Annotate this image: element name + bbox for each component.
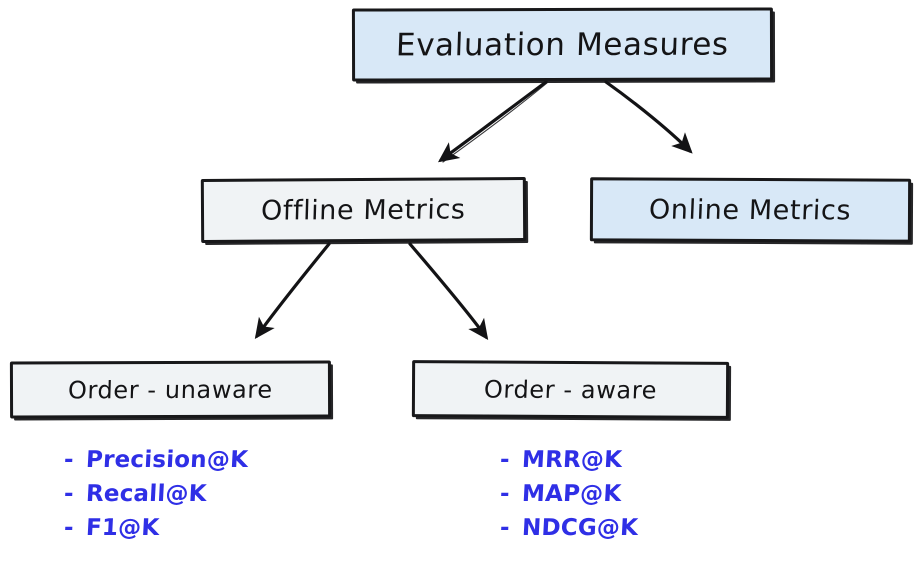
metric-dash: - <box>499 447 511 473</box>
node-online-metrics[interactable]: Online Metrics <box>589 177 912 243</box>
metric-item: -MAP@K <box>499 477 639 511</box>
node-order-aware[interactable]: Order - aware <box>411 360 730 419</box>
arrow-offline-to-order-aware <box>408 242 489 341</box>
arrow-offline-to-order-unaware <box>254 242 331 340</box>
metric-name: MAP@K <box>521 481 623 507</box>
metric-dash: - <box>499 515 511 541</box>
metric-list-order-unaware: -Precision@K-Recall@K-F1@K <box>63 443 249 545</box>
metric-name: Precision@K <box>85 447 249 473</box>
metric-item: -NDCG@K <box>499 511 639 545</box>
metric-dash: - <box>499 481 511 507</box>
node-online-metrics-label: Online Metrics <box>648 194 853 226</box>
metric-name: F1@K <box>85 515 161 541</box>
node-order-unaware[interactable]: Order - unaware <box>9 360 332 419</box>
arrow-evaluation-to-online <box>604 80 693 154</box>
node-offline-metrics[interactable]: Offline Metrics <box>200 177 527 243</box>
metric-dash: - <box>63 481 75 507</box>
metric-list-order-aware: -MRR@K-MAP@K-NDCG@K <box>499 443 639 545</box>
metric-item: -Recall@K <box>63 477 249 511</box>
metric-name: Recall@K <box>85 481 208 507</box>
metric-item: -MRR@K <box>499 443 639 477</box>
node-order-unaware-label: Order - unaware <box>67 375 274 404</box>
metric-name: MRR@K <box>521 447 623 473</box>
metric-dash: - <box>63 515 75 541</box>
node-order-aware-label: Order - aware <box>483 375 658 404</box>
metric-name: NDCG@K <box>521 515 639 541</box>
metric-item: -F1@K <box>63 511 249 545</box>
node-evaluation-measures-label: Evaluation Measures <box>395 26 730 63</box>
metric-item: -Precision@K <box>63 443 249 477</box>
arrow-evaluation-to-offline <box>437 80 548 163</box>
node-offline-metrics-label: Offline Metrics <box>260 193 467 227</box>
metric-dash: - <box>63 447 75 473</box>
node-evaluation-measures[interactable]: Evaluation Measures <box>351 7 774 82</box>
